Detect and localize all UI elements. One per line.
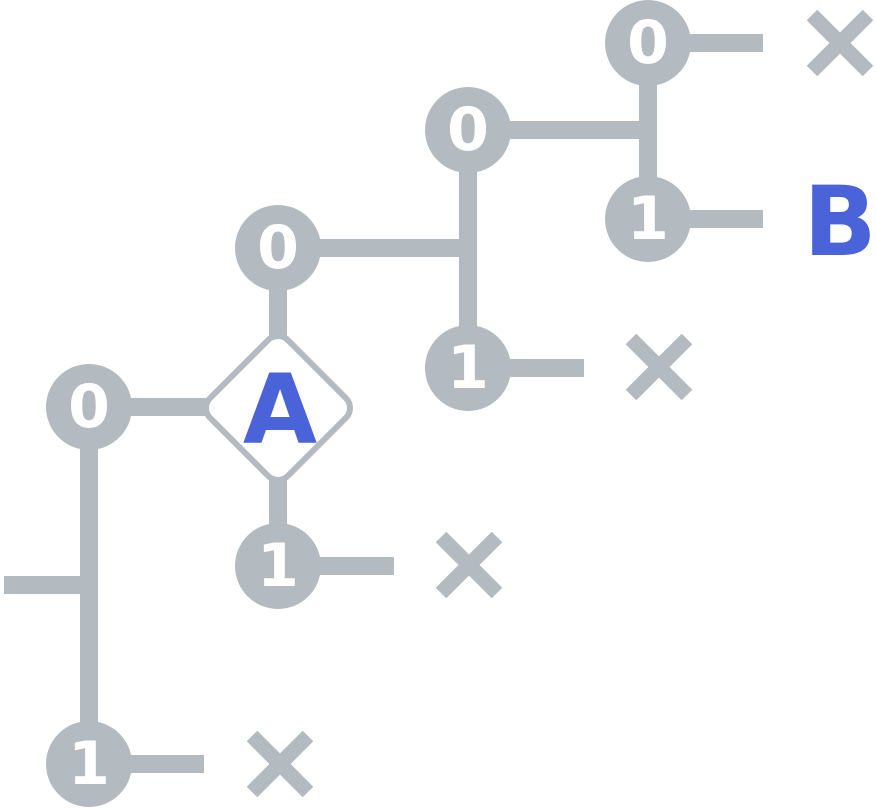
node-0-level3: 0 (425, 87, 511, 173)
cross-icon (435, 531, 503, 599)
node-1-root: 1 (46, 721, 132, 807)
node-label: 0 (447, 95, 489, 165)
node-label: 0 (257, 213, 299, 283)
target-b-label: B (803, 166, 876, 278)
node-label: 0 (627, 8, 669, 78)
node-0-level4: 0 (605, 0, 691, 86)
cross-icon (625, 333, 693, 401)
node-label: 1 (447, 333, 489, 403)
node-1-level4: 1 (605, 176, 691, 262)
diamond-a: A (203, 333, 353, 483)
node-label: 1 (627, 184, 669, 254)
diamond-label: A (243, 354, 317, 466)
node-1-level2: 1 (235, 523, 321, 609)
cross-icon (246, 730, 314, 798)
node-label: 1 (68, 729, 110, 799)
node-label: 1 (257, 531, 299, 601)
cross-icon (806, 9, 874, 77)
node-label: 0 (68, 372, 110, 442)
node-1-level3: 1 (425, 325, 511, 411)
node-0-root: 0 (46, 364, 132, 450)
node-0-level2: 0 (235, 205, 321, 291)
